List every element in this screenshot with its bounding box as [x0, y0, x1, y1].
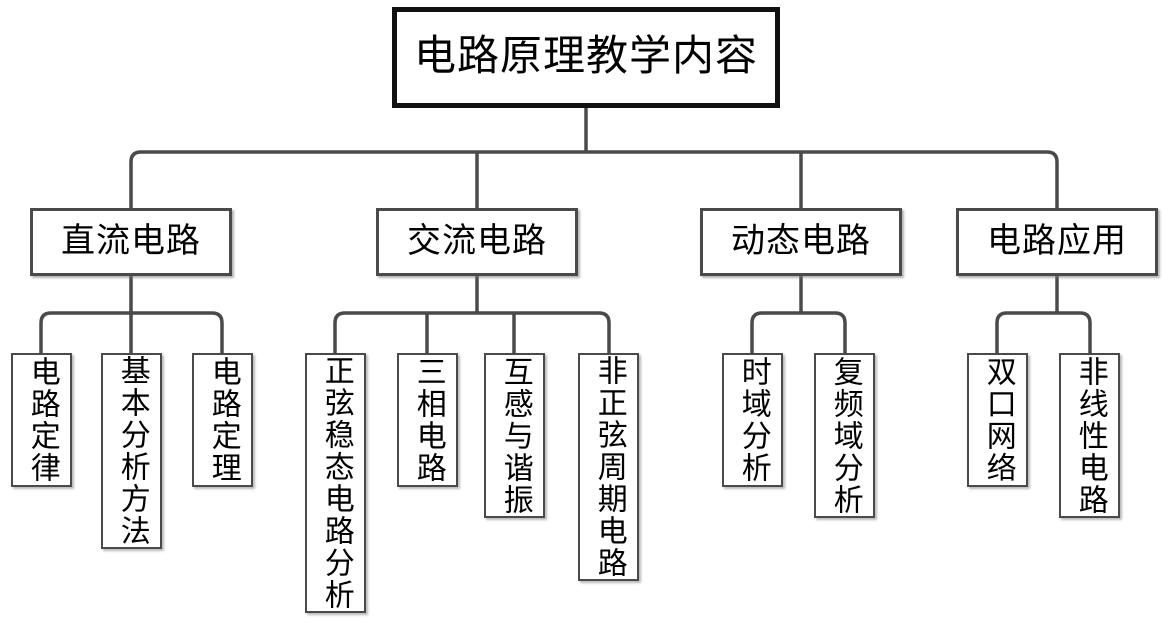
- connector-dynamic-bus: [750, 311, 847, 353]
- root-node[interactable]: 电路原理教学内容: [392, 7, 780, 108]
- leaf-node-application-2[interactable]: 非线性电路: [1059, 353, 1120, 518]
- connector-ac-bus: [333, 311, 611, 353]
- leaf-node-dynamic-2-label: 复频域分析: [828, 355, 862, 516]
- root-node-label: 电路原理教学内容: [413, 34, 758, 81]
- branch-node-application[interactable]: 电路应用: [956, 208, 1158, 276]
- leaf-node-dynamic-1[interactable]: 时域分析: [722, 353, 783, 487]
- leaf-node-ac-4[interactable]: 非正弦周期电路: [578, 353, 639, 581]
- leaf-node-application-1-label: 双口网络: [981, 356, 1015, 484]
- leaf-node-dc-2-label: 基本分析方法: [115, 355, 149, 547]
- leaf-node-ac-2[interactable]: 三相电路: [397, 353, 458, 487]
- leaf-node-ac-3[interactable]: 互感与谐振: [484, 353, 545, 518]
- leaf-node-dc-3-label: 电路定理: [206, 356, 240, 484]
- connector-main-bus: [129, 150, 1059, 208]
- branch-node-dynamic[interactable]: 动态电路: [700, 208, 902, 276]
- leaf-node-ac-3-label: 互感与谐振: [498, 355, 532, 516]
- leaf-node-ac-4-label: 非正弦周期电路: [592, 355, 626, 579]
- leaf-node-application-2-label: 非线性电路: [1073, 355, 1107, 516]
- leaf-node-dc-3[interactable]: 电路定理: [192, 353, 253, 487]
- leaf-node-dc-2[interactable]: 基本分析方法: [101, 353, 162, 549]
- branch-node-ac[interactable]: 交流电路: [376, 208, 578, 276]
- leaf-node-ac-1[interactable]: 正弦稳态电路分析: [305, 353, 366, 613]
- branch-node-dc-label: 直流电路: [61, 222, 201, 260]
- leaf-node-ac-2-label: 三相电路: [411, 356, 445, 484]
- leaf-node-dynamic-1-label: 时域分析: [736, 356, 770, 484]
- connector-dc-bus: [39, 311, 224, 353]
- leaf-node-ac-1-label: 正弦稳态电路分析: [319, 355, 353, 611]
- leaf-node-dc-1-label: 电路定律: [25, 356, 59, 484]
- leaf-node-dynamic-2[interactable]: 复频域分析: [814, 353, 875, 518]
- branch-node-ac-label: 交流电路: [407, 222, 547, 260]
- leaf-node-application-1[interactable]: 双口网络: [967, 353, 1028, 487]
- branch-node-dc[interactable]: 直流电路: [30, 208, 232, 276]
- branch-node-application-label: 电路应用: [987, 222, 1127, 260]
- connector-application-bus: [995, 311, 1092, 353]
- leaf-node-dc-1[interactable]: 电路定律: [11, 353, 72, 487]
- branch-node-dynamic-label: 动态电路: [731, 222, 871, 260]
